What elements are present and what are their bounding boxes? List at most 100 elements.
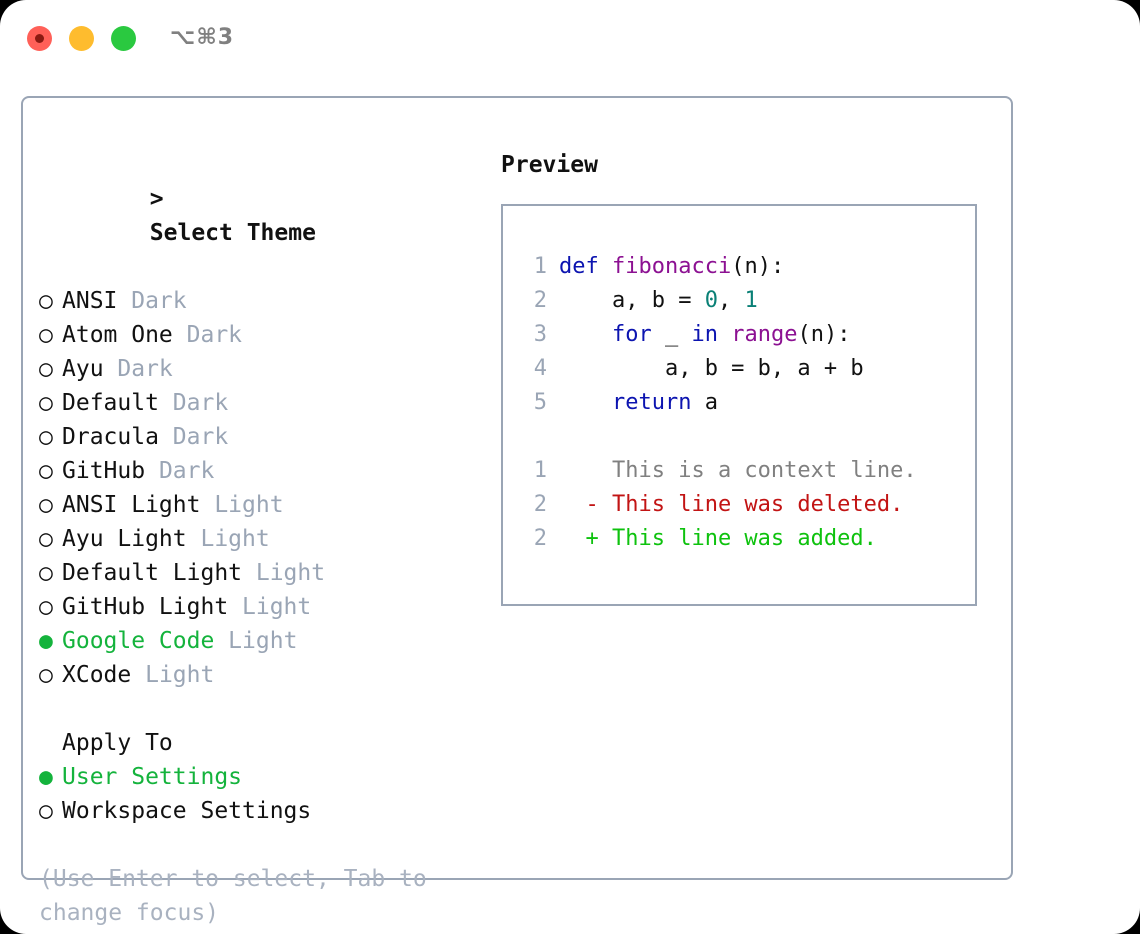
radio-unselected-icon: ○ [39, 288, 53, 314]
theme-option-tag: Dark [117, 288, 187, 314]
code-token: _ [651, 322, 692, 347]
radio-unselected-icon: ○ [39, 458, 53, 484]
theme-option-tag: Light [228, 594, 312, 620]
code-blank-separator [517, 420, 969, 454]
theme-option-label: Atom One [62, 322, 173, 348]
theme-option-github[interactable]: ○ GitHub Dark [39, 454, 489, 488]
apply-to-list: ●User Settings ○ Workspace Settings [39, 760, 489, 828]
apply-to-title: Apply To [62, 730, 173, 756]
code-token: def [559, 254, 612, 279]
apply-to-option-label: Workspace Settings [62, 798, 312, 824]
code-token: 0 [704, 288, 718, 313]
apply-to-option-workspace-settings[interactable]: ○ Workspace Settings [39, 794, 489, 828]
code-line-text: return a [559, 386, 718, 420]
code-token: return [559, 390, 692, 415]
traffic-light-buttons [27, 26, 136, 51]
apply-to-option-user-settings[interactable]: ●User Settings [39, 760, 489, 794]
theme-option-tag: Light [242, 560, 326, 586]
radio-unselected-icon: ○ [39, 594, 53, 620]
theme-option-atom-one[interactable]: ○Atom One Dark [39, 318, 489, 352]
theme-option-default[interactable]: ○Default Dark [39, 386, 489, 420]
radio-unselected-icon: ○ [39, 322, 53, 348]
maximize-button[interactable] [111, 26, 136, 51]
theme-option-label: Google Code [62, 628, 215, 654]
radio-unselected-icon: ○ [39, 356, 53, 382]
preview-title: Preview [501, 152, 598, 178]
theme-option-tag: Light [214, 628, 298, 654]
page-title-text: Select Theme [149, 220, 316, 246]
diff-line-number: 2 [533, 526, 547, 551]
diff-block: 1 This is a context line. 2 - This line w… [517, 454, 969, 556]
theme-option-label: ANSI Light [62, 492, 201, 518]
radio-unselected-icon: ○ [39, 492, 53, 518]
code-token: (n): [797, 322, 851, 347]
code-line-number: 4 [533, 356, 547, 381]
theme-option-label: Ayu Light [62, 526, 187, 552]
title-bar: ⌥⌘3 [0, 0, 1140, 78]
diff-line-number: 1 [533, 458, 547, 483]
theme-option-label: ANSI [62, 288, 118, 314]
code-line: 3 for _ in range(n): [517, 318, 969, 352]
theme-option-label: Dracula [62, 424, 159, 450]
code-token: fibonacci [611, 254, 732, 279]
radio-unselected-icon: ○ [39, 798, 53, 824]
radio-unselected-icon: ○ [39, 526, 53, 552]
keyboard-shortcut-label: ⌥⌘3 [170, 25, 235, 50]
radio-unselected-icon: ○ [39, 560, 53, 586]
code-token: a, b = b, a + b [559, 356, 864, 381]
radio-unselected-icon: ○ [39, 390, 53, 416]
code-line: 1 def fibonacci(n): [517, 250, 969, 284]
code-token: for [559, 322, 652, 347]
code-token: a [691, 390, 718, 415]
diff-line: 2 + This line was added. [517, 522, 969, 556]
theme-option-label: GitHub [62, 458, 146, 484]
code-token: , [717, 288, 745, 313]
content-panel: > Select Theme ○ANSI Dark○Atom One Dark○… [21, 96, 1013, 926]
theme-option-xcode[interactable]: ○XCode Light [39, 658, 489, 692]
code-line-number: 1 [533, 254, 547, 279]
code-line-text: def fibonacci(n): [559, 250, 784, 284]
close-button[interactable] [27, 26, 52, 51]
theme-option-tag: Dark [145, 458, 215, 484]
theme-option-ansi[interactable]: ○ ANSI Dark [39, 284, 489, 318]
code-line-number: 5 [533, 390, 547, 415]
theme-option-dracula[interactable]: ○Dracula Dark [39, 420, 489, 454]
code-token: (n): [731, 254, 785, 279]
theme-option-tag: Dark [158, 390, 229, 416]
code-token: a, b = [559, 288, 705, 313]
theme-option-tag: Light [186, 526, 270, 552]
code-line-text: a, b = 0, 1 [559, 284, 758, 318]
code-line: 4 a, b = b, a + b [517, 352, 969, 386]
theme-option-github-light[interactable]: ○ GitHub Light Light [39, 590, 489, 624]
radio-unselected-icon: ○ [39, 424, 53, 450]
page-title: > Select Theme [39, 148, 489, 284]
theme-option-google-code[interactable]: ● Google Code Light [39, 624, 489, 658]
radio-selected-icon: ● [39, 628, 53, 654]
code-line: 2 a, b = 0, 1 [517, 284, 969, 318]
diff-line-text: - This line was deleted. [559, 492, 904, 517]
theme-option-label: XCode [62, 662, 132, 688]
theme-option-label: Ayu [62, 356, 104, 382]
theme-option-ayu-light[interactable]: ○ Ayu Light Light [39, 522, 489, 556]
code-token [718, 322, 731, 347]
minimize-button[interactable] [69, 26, 94, 51]
theme-picker-column: > Select Theme ○ANSI Dark○Atom One Dark○… [39, 148, 489, 930]
code-line-text: a, b = b, a + b [559, 352, 864, 386]
theme-option-label: GitHub Light [62, 594, 229, 620]
code-line-text: for _ in range(n): [559, 318, 850, 352]
diff-line-text: This is a context line. [559, 458, 917, 483]
list-spacer [39, 692, 489, 726]
theme-option-ansi-light[interactable]: ○ ANSI Light Light [39, 488, 489, 522]
hint-spacer [39, 828, 489, 862]
radio-selected-icon: ● [39, 764, 53, 790]
theme-option-label: Default Light [62, 560, 243, 586]
theme-option-tag: Light [131, 662, 215, 688]
theme-option-default-light[interactable]: ○ Default Light Light [39, 556, 489, 590]
diff-line: 2 - This line was deleted. [517, 488, 969, 522]
theme-option-ayu[interactable]: ○Ayu Dark [39, 352, 489, 386]
theme-option-tag: Light [200, 492, 284, 518]
